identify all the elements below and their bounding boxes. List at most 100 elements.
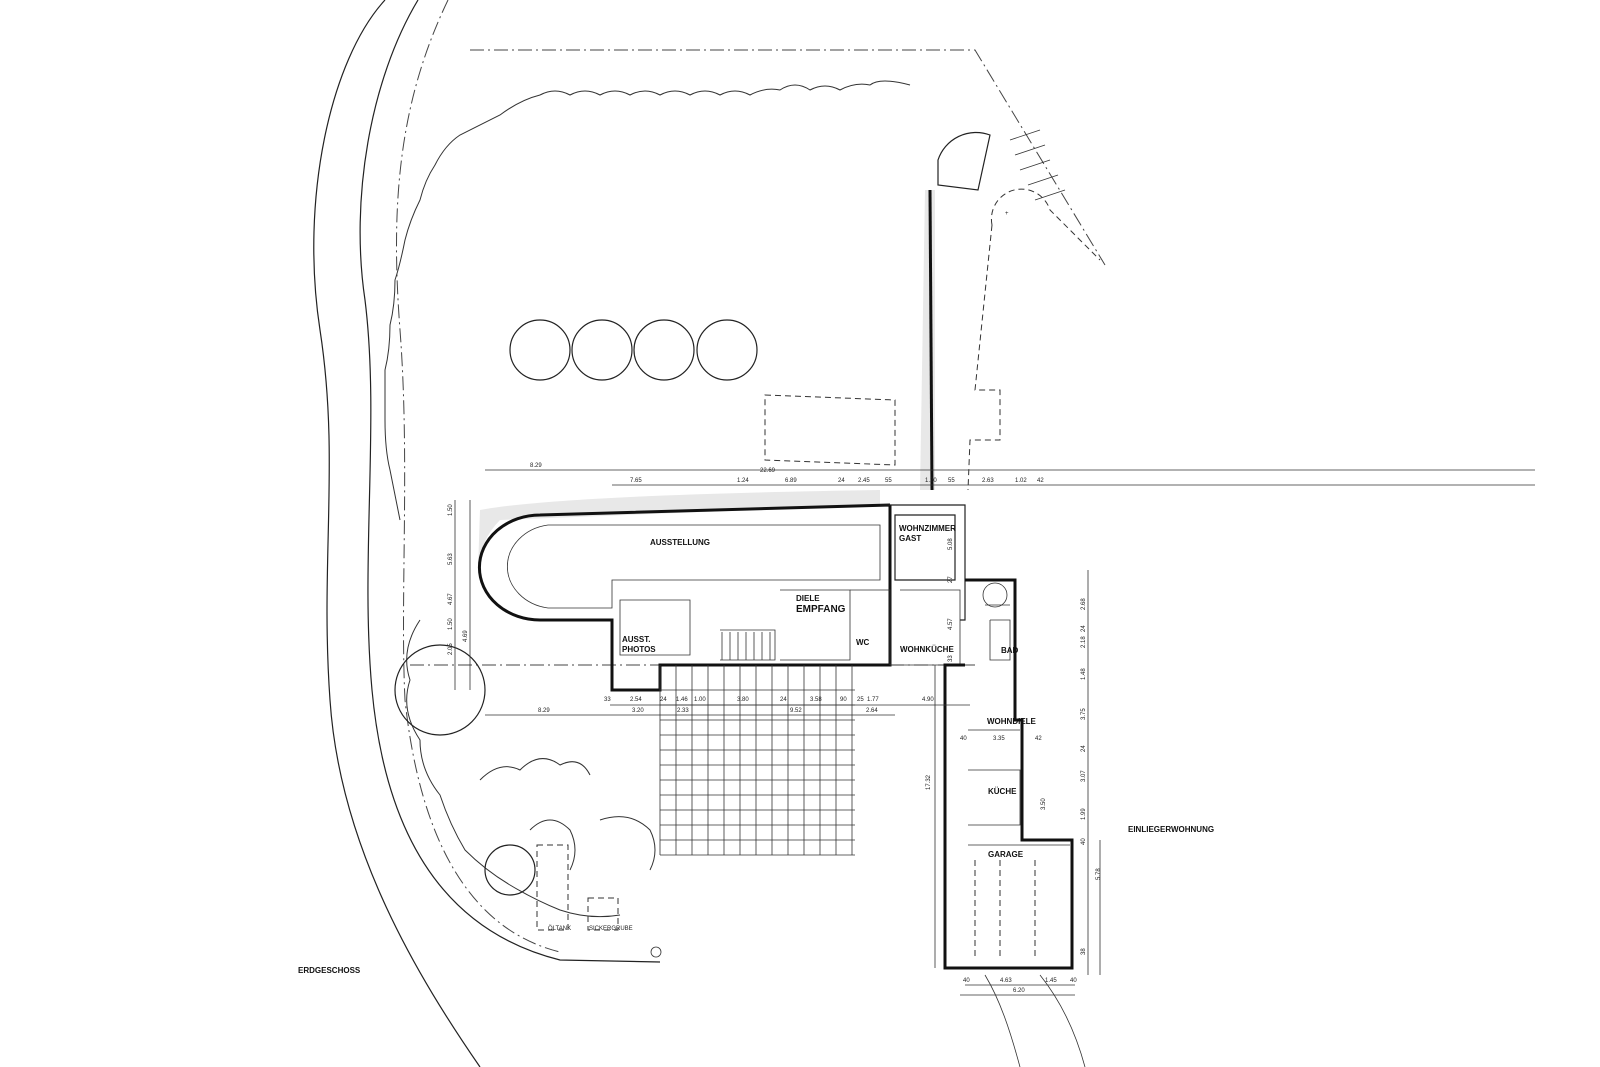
spiral-stair [982, 582, 1008, 608]
hedge [384, 80, 911, 521]
north-marker [650, 946, 662, 958]
dimension-label: 40 [1081, 838, 1087, 845]
dimension-label: 1.02 [1015, 478, 1027, 484]
dimension-label: 4.90 [922, 697, 934, 703]
tree-row [394, 319, 758, 896]
tree [509, 319, 571, 381]
dimension-label: 2.54 [630, 697, 642, 703]
dimension-label: 2.63 [982, 478, 994, 484]
dimension-label: 9.52 [790, 708, 802, 714]
stair-outdoor [1009, 129, 1066, 201]
dimension-label: 1.20 [925, 478, 937, 484]
dimension-label: 1.00 [694, 697, 706, 703]
dimension-label: 3.20 [632, 708, 644, 714]
granny-flat-wing [943, 578, 1074, 970]
dimension-label: 1.50 [448, 618, 454, 630]
dimension-label: 25 [857, 697, 864, 703]
dimension-label: 17.32 [926, 774, 932, 790]
room-wohnzimmer: WOHNZIMMER [899, 524, 956, 533]
dimension-label: 3.50 [1041, 798, 1047, 810]
dimension-label: 40 [1070, 978, 1077, 984]
tree [484, 844, 536, 896]
room-bad: BAD [1001, 646, 1019, 655]
dimension-label: 2.45 [858, 478, 870, 484]
dimension-label: 4.57 [948, 618, 954, 630]
road-edge-inner [359, 0, 661, 963]
tank-outline [536, 844, 619, 931]
dimension-label: 1.50 [448, 504, 454, 516]
tree [696, 319, 758, 381]
dimension-label: 8.29 [530, 463, 542, 469]
dimension-label: 24 [838, 478, 845, 484]
room-ausst: AUSST. [622, 635, 650, 644]
dimension-label: 7.65 [630, 478, 642, 484]
dimension-label: 4.67 [448, 593, 454, 605]
dimension-label: 1.46 [676, 697, 688, 703]
room-photos: PHOTOS [622, 645, 656, 654]
room-garage: GARAGE [988, 850, 1024, 859]
dimension-label: 2.18 [1081, 636, 1087, 648]
dimension-label: 55 [948, 478, 955, 484]
dimension-label: 24 [660, 697, 667, 703]
main-building [477, 503, 966, 692]
dimension-label: 40 [960, 736, 967, 742]
dimension-label: 2.64 [866, 708, 878, 714]
tree [571, 319, 633, 381]
room-wohndiele: WOHNDIELE [987, 717, 1037, 726]
dimension-label: 42 [1035, 736, 1042, 742]
room-wc: WC [856, 638, 870, 647]
dimension-label: 42 [1037, 478, 1044, 484]
room-empfang: EMPFANG [796, 604, 846, 615]
dimension-label: 6.20 [1013, 988, 1025, 994]
dimension-label: 90 [840, 697, 847, 703]
drawing-title: ERDGESCHOSS [298, 966, 361, 975]
dimension-label: 24 [1081, 625, 1087, 632]
lawn-outline [967, 188, 1101, 491]
dimension-label: 4.69 [463, 630, 469, 642]
property-line [396, 0, 1106, 953]
garden-trees-lower [406, 619, 656, 918]
dimension-label: 3.80 [737, 697, 749, 703]
survey-point: + [1005, 211, 1009, 217]
dimension-label: 5.63 [448, 553, 454, 565]
label-sickergrube: SICKERGRUBE [589, 926, 633, 932]
driveway [984, 974, 1086, 1067]
dimension-label: 3.35 [993, 736, 1005, 742]
dimension-label: 27 [948, 576, 954, 583]
room-kueche: KÜCHE [988, 787, 1017, 796]
dimension-label: 24 [780, 697, 787, 703]
room-gast: GAST [899, 534, 921, 543]
dimension-label: 6.89 [785, 478, 797, 484]
tree [394, 644, 486, 736]
room-wohnkueche: WOHNKÜCHE [900, 645, 954, 654]
dimension-label: 2.33 [677, 708, 689, 714]
dimension-label: 4.63 [1000, 978, 1012, 984]
garden-wall [928, 189, 934, 491]
dimension-label: 3.75 [1081, 708, 1087, 720]
dimension-label: 33 [604, 697, 611, 703]
label-einliegerwohnung: EINLIEGERWOHNUNG [1128, 825, 1214, 834]
dimension-label: 40 [963, 978, 970, 984]
dimension-label: 5.78 [1096, 868, 1102, 880]
dimension-label: 2.68 [1081, 598, 1087, 610]
dimension-label: 5.08 [948, 538, 954, 550]
tree [633, 319, 695, 381]
round-terrace [937, 131, 991, 191]
dimension-label: 24 [1081, 745, 1087, 752]
terrace-grid [659, 665, 855, 856]
dimension-lines [454, 469, 1535, 996]
dimension-label: 3.07 [1081, 770, 1087, 782]
dimension-label: 38 [1081, 948, 1087, 955]
planting-area [478, 490, 880, 570]
pavilion-outline [764, 394, 896, 466]
dimension-label: 1.99 [1081, 808, 1087, 820]
dimension-label: 22.69 [760, 468, 776, 474]
dimension-label: 2.05 [448, 643, 454, 655]
label-oeltank: ÖLTANK [548, 925, 571, 932]
dimension-label: 1.48 [1081, 668, 1087, 680]
dimension-label: 55 [885, 478, 892, 484]
dimension-label: 8.29 [538, 708, 550, 714]
room-diele: DIELE [796, 594, 820, 603]
